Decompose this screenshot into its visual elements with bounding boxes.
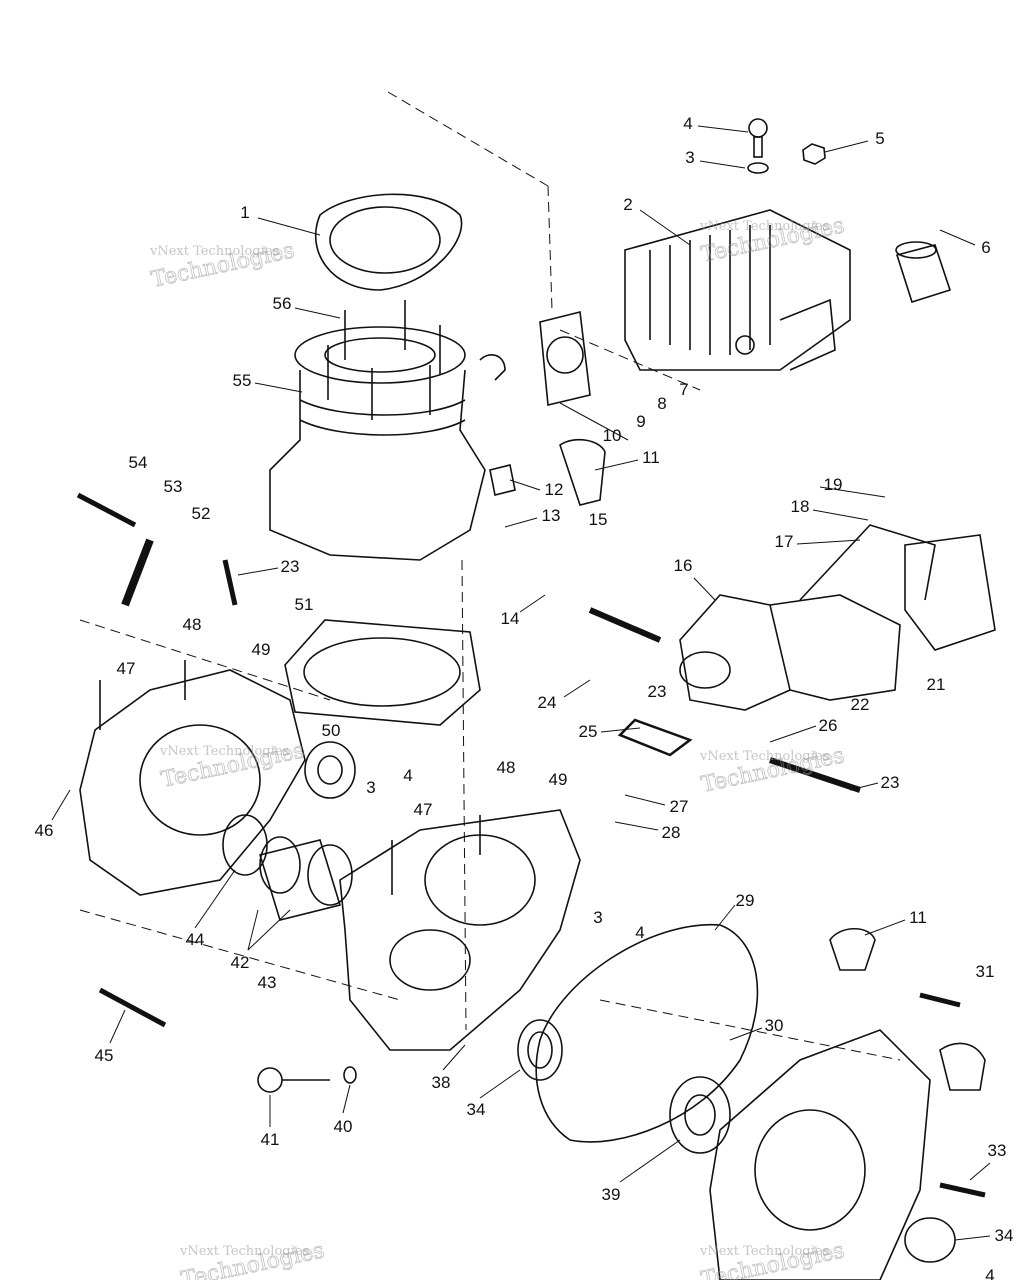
callout-51: 51 bbox=[294, 595, 314, 614]
callout-3: 3 bbox=[366, 778, 376, 797]
callout-16: 16 bbox=[673, 556, 693, 575]
leader-lines bbox=[51, 125, 991, 1241]
callout-4: 4 bbox=[635, 923, 645, 942]
callout-14: 14 bbox=[500, 609, 520, 628]
callout-53: 53 bbox=[163, 477, 183, 496]
callout-56: 56 bbox=[272, 294, 292, 313]
callout-33: 33 bbox=[987, 1141, 1007, 1160]
callout-25: 25 bbox=[578, 722, 598, 741]
callout-7: 7 bbox=[679, 380, 689, 399]
callout-38: 38 bbox=[431, 1073, 451, 1092]
callout-27: 27 bbox=[669, 797, 689, 816]
callout-3: 3 bbox=[685, 148, 695, 167]
cylinder-head bbox=[624, 209, 851, 371]
callout-49: 49 bbox=[251, 640, 271, 659]
callout-17: 17 bbox=[774, 532, 794, 551]
callout-11: 11 bbox=[909, 908, 927, 927]
callout-13: 13 bbox=[541, 506, 561, 525]
callout-30: 30 bbox=[764, 1016, 784, 1035]
callout-42: 42 bbox=[230, 953, 250, 972]
callout-29: 29 bbox=[735, 891, 755, 910]
callout-26: 26 bbox=[818, 716, 838, 735]
callout-49: 49 bbox=[548, 770, 568, 789]
head-gasket bbox=[314, 193, 463, 291]
callout-23: 23 bbox=[880, 773, 900, 792]
callout-4: 4 bbox=[985, 1266, 995, 1280]
callout-34: 34 bbox=[994, 1226, 1014, 1245]
callout-19: 19 bbox=[823, 475, 843, 494]
callout-41: 41 bbox=[260, 1130, 280, 1149]
callout-1: 1 bbox=[240, 203, 250, 222]
callout-21: 21 bbox=[926, 675, 946, 694]
intake-assembly bbox=[679, 524, 996, 711]
callout-24: 24 bbox=[537, 693, 557, 712]
callout-2: 2 bbox=[623, 195, 633, 214]
callout-15: 15 bbox=[588, 510, 608, 529]
callout-4: 4 bbox=[683, 114, 693, 133]
callout-44: 44 bbox=[185, 930, 205, 949]
left-crankcase-half bbox=[79, 660, 306, 896]
callout-47: 47 bbox=[116, 659, 136, 678]
callout-31: 31 bbox=[975, 962, 995, 981]
callout-12: 12 bbox=[544, 480, 564, 499]
callout-54: 54 bbox=[128, 453, 148, 472]
callout-4: 4 bbox=[403, 766, 413, 785]
callout-3: 3 bbox=[593, 908, 603, 927]
callout-39: 39 bbox=[601, 1185, 621, 1204]
center-lines bbox=[79, 91, 901, 1061]
callout-46: 46 bbox=[34, 821, 54, 840]
callout-23: 23 bbox=[280, 557, 300, 576]
cylinder bbox=[269, 300, 506, 561]
callout-23: 23 bbox=[647, 682, 667, 701]
callout-48: 48 bbox=[496, 758, 516, 777]
callout-55: 55 bbox=[232, 371, 252, 390]
callout-5: 5 bbox=[875, 129, 885, 148]
callout-50: 50 bbox=[321, 721, 341, 740]
callout-6: 6 bbox=[981, 238, 991, 257]
callout-10: 10 bbox=[602, 426, 622, 445]
callout-9: 9 bbox=[636, 412, 646, 431]
callout-11: 11 bbox=[642, 448, 660, 467]
callout-18: 18 bbox=[790, 497, 810, 516]
callout-8: 8 bbox=[657, 394, 667, 413]
right-crankcase-half bbox=[339, 809, 581, 1051]
callout-40: 40 bbox=[333, 1117, 353, 1136]
callout-45: 45 bbox=[94, 1046, 114, 1065]
callout-48: 48 bbox=[182, 615, 202, 634]
callout-34: 34 bbox=[466, 1100, 486, 1119]
base-gasket bbox=[284, 619, 481, 726]
callout-43: 43 bbox=[257, 973, 277, 992]
callout-52: 52 bbox=[191, 504, 211, 523]
callout-47: 47 bbox=[413, 800, 433, 819]
callout-22: 22 bbox=[850, 695, 870, 714]
callout-28: 28 bbox=[661, 823, 681, 842]
